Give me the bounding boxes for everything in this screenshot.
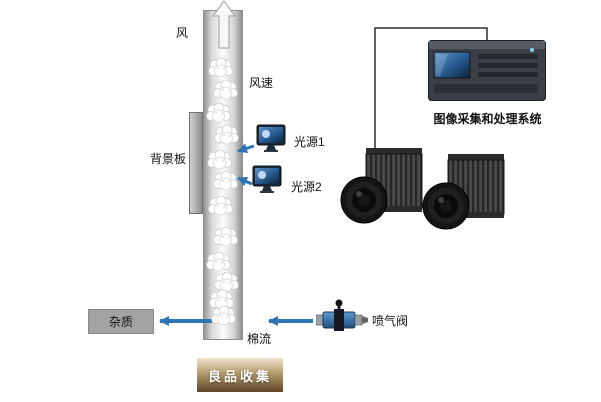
cotton-tuft-icon [207,150,232,170]
processing-server-icon [428,40,546,101]
light-source-1-icon [256,124,286,152]
wind-label: 风 [176,26,189,40]
camera-1-icon [340,148,423,224]
cotton-tuft-icon [208,196,233,216]
cotton-tuft-icon [213,80,238,100]
cotton-tuft-icon [214,125,239,145]
good-collection-box: 良品收集 [197,358,283,392]
impurity-label: 杂质 [108,315,133,329]
cotton-tuft-icon [213,227,238,247]
wind-speed-label: 风速 [249,76,274,90]
jet-valve-label: 喷气阀 [372,314,409,328]
good-collection-label: 良品收集 [207,368,272,384]
impurity-box: 杂质 [88,309,154,334]
light-source-2-label: 光源2 [291,180,322,194]
cotton-tuft-icon [213,171,238,191]
cotton-tuft-icon [206,103,231,123]
cotton-flow-exit-icon [211,306,236,326]
light2-arrow [237,176,253,187]
background-board [189,112,203,214]
light-source-1-label: 光源1 [294,135,325,149]
camera-2-icon [422,154,505,230]
cotton-tuft-icon [206,252,231,272]
cotton-flow-label: 棉流 [247,332,272,346]
camera-to-server-line [374,27,488,150]
processing-system-label: 图像采集和处理系统 [433,112,542,126]
jet-valve-icon [316,299,368,331]
background-board-label: 背景板 [150,152,187,166]
light1-arrow [237,143,255,154]
wind-arrow-icon [212,0,236,49]
cotton-tuft-icon [208,58,233,78]
cotton-tuft-icon [214,272,239,292]
light-source-2-icon [252,165,282,193]
